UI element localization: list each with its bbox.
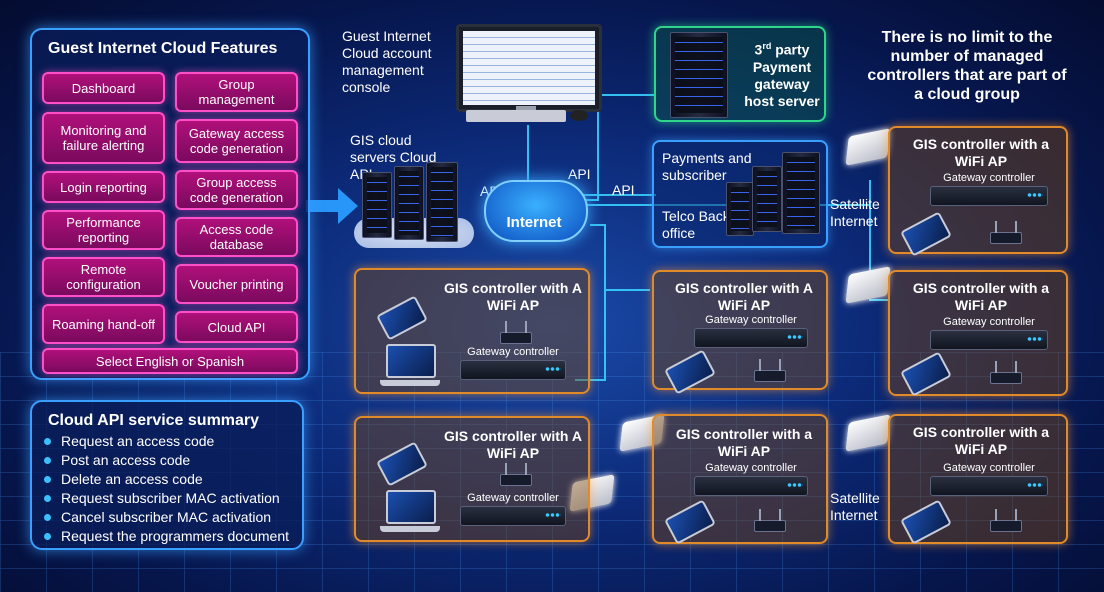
feature-roaming[interactable]: Roaming hand-off: [42, 304, 165, 344]
phone-icon: [664, 499, 716, 545]
feature-performance-reporting[interactable]: Performance reporting: [42, 210, 165, 250]
feature-voucher-printing[interactable]: Voucher printing: [175, 264, 298, 304]
feature-cloud-api[interactable]: Cloud API: [175, 311, 298, 343]
feature-dashboard[interactable]: Dashboard: [42, 72, 165, 104]
api-item: Request the programmers document: [44, 527, 289, 546]
access-point-icon: [754, 359, 786, 382]
server-icon: [394, 166, 424, 240]
site-title: GIS controller with a WiFi AP: [912, 136, 1050, 169]
server-icon: [426, 162, 458, 242]
payment-gateway-label: 3rd party Payment gateway host server: [744, 41, 820, 109]
site-title: GIS controller with A WiFi AP: [444, 280, 582, 313]
api-item: Delete an access code: [44, 470, 289, 489]
feature-group-access-code[interactable]: Group access code generation: [175, 170, 298, 210]
site-title: GIS controller with a WiFi AP: [912, 424, 1050, 457]
server-icon: [726, 182, 754, 236]
phone-icon: [900, 499, 952, 545]
phone-icon: [664, 349, 716, 395]
access-point-icon: [990, 509, 1022, 532]
feature-gateway-access-code[interactable]: Gateway access code generation: [175, 119, 298, 163]
console-label: Guest Internet Cloud account management …: [342, 28, 432, 95]
site-title: GIS controller with A WiFi AP: [675, 280, 813, 313]
access-point-icon: [754, 509, 786, 532]
site-title: GIS controller with a WiFi AP: [912, 280, 1050, 313]
feature-login-reporting[interactable]: Login reporting: [42, 171, 165, 203]
internet-cloud-icon: [484, 180, 588, 242]
laptop-icon: [380, 490, 440, 532]
controller-site: GIS controller with A WiFi AP Gateway co…: [354, 268, 590, 394]
monitor-icon: [456, 24, 602, 112]
gateway-controller-icon: Gateway controller: [694, 463, 808, 496]
access-point-icon: [500, 321, 532, 344]
site-title: GIS controller with a WiFi AP: [675, 426, 813, 459]
features-title: Guest Internet Cloud Features: [48, 40, 278, 57]
server-icon: [752, 166, 782, 232]
server-icon: [782, 152, 820, 234]
api-summary-title: Cloud API service summary: [48, 412, 260, 429]
gateway-controller-icon: Gateway controller: [694, 315, 808, 348]
api-item: Request subscriber MAC activation: [44, 489, 289, 508]
controller-site: GIS controller with A WiFi AP Gateway co…: [354, 416, 590, 542]
gateway-controller-icon: Gateway controller: [460, 347, 566, 380]
api-label: API: [612, 182, 635, 198]
controller-site: GIS controller with a WiFi AP Gateway co…: [888, 414, 1068, 545]
feature-remote-configuration[interactable]: Remote configuration: [42, 257, 165, 297]
controller-site: GIS controller with a WiFi AP Gateway co…: [652, 414, 828, 545]
access-point-icon: [500, 463, 532, 486]
feature-monitoring[interactable]: Monitoring and failure alerting: [42, 112, 165, 164]
controller-site: GIS controller with A WiFi AP Gateway co…: [652, 270, 828, 395]
access-point-icon: [990, 221, 1022, 244]
api-summary-panel: Cloud API service summary Request an acc…: [30, 400, 304, 550]
bullet-icon: [44, 457, 51, 464]
controller-site: GIS controller with a WiFi AP Gateway co…: [888, 126, 1068, 257]
access-point-icon: [990, 361, 1022, 384]
phone-icon: [900, 211, 952, 257]
gateway-controller-icon: Gateway controller: [930, 173, 1048, 206]
gateway-controller-icon: Gateway controller: [460, 493, 566, 526]
bullet-icon: [44, 514, 51, 521]
server-icon: [670, 32, 728, 118]
keyboard-icon: [466, 110, 566, 122]
phone-icon: [376, 441, 428, 487]
features-panel: Guest Internet Cloud Features Dashboard …: [30, 28, 310, 380]
controller-site: GIS controller with a WiFi AP Gateway co…: [888, 270, 1068, 397]
api-item: Cancel subscriber MAC activation: [44, 508, 289, 527]
language-button[interactable]: Select English or Spanish: [42, 348, 298, 374]
phone-icon: [376, 295, 428, 341]
bullet-icon: [44, 533, 51, 540]
laptop-icon: [380, 344, 440, 386]
satellite-label: Satellite Internet: [830, 196, 880, 229]
gateway-controller-icon: Gateway controller: [930, 463, 1048, 496]
site-title: GIS controller with A WiFi AP: [444, 428, 582, 461]
api-label: API: [568, 166, 591, 182]
satellite-label: Satellite Internet: [830, 490, 880, 523]
feature-group-management[interactable]: Group management: [175, 72, 298, 112]
telco-top-label: Payments and subscriber: [662, 150, 752, 183]
api-item: Request an access code: [44, 432, 289, 451]
bullet-icon: [44, 495, 51, 502]
server-icon: [362, 172, 392, 238]
api-item: Post an access code: [44, 451, 289, 470]
headline: There is no limit to the number of manag…: [867, 29, 1067, 103]
mouse-icon: [570, 110, 588, 121]
internet-label: Internet: [506, 214, 562, 231]
bullet-icon: [44, 438, 51, 445]
telco-bottom-label: Telco Back office: [662, 208, 730, 241]
gateway-controller-icon: Gateway controller: [930, 317, 1048, 350]
bullet-icon: [44, 476, 51, 483]
feature-access-code-database[interactable]: Access code database: [175, 217, 298, 257]
phone-icon: [900, 351, 952, 397]
cloud-servers-label: GIS cloud servers Cloud API: [350, 132, 437, 182]
